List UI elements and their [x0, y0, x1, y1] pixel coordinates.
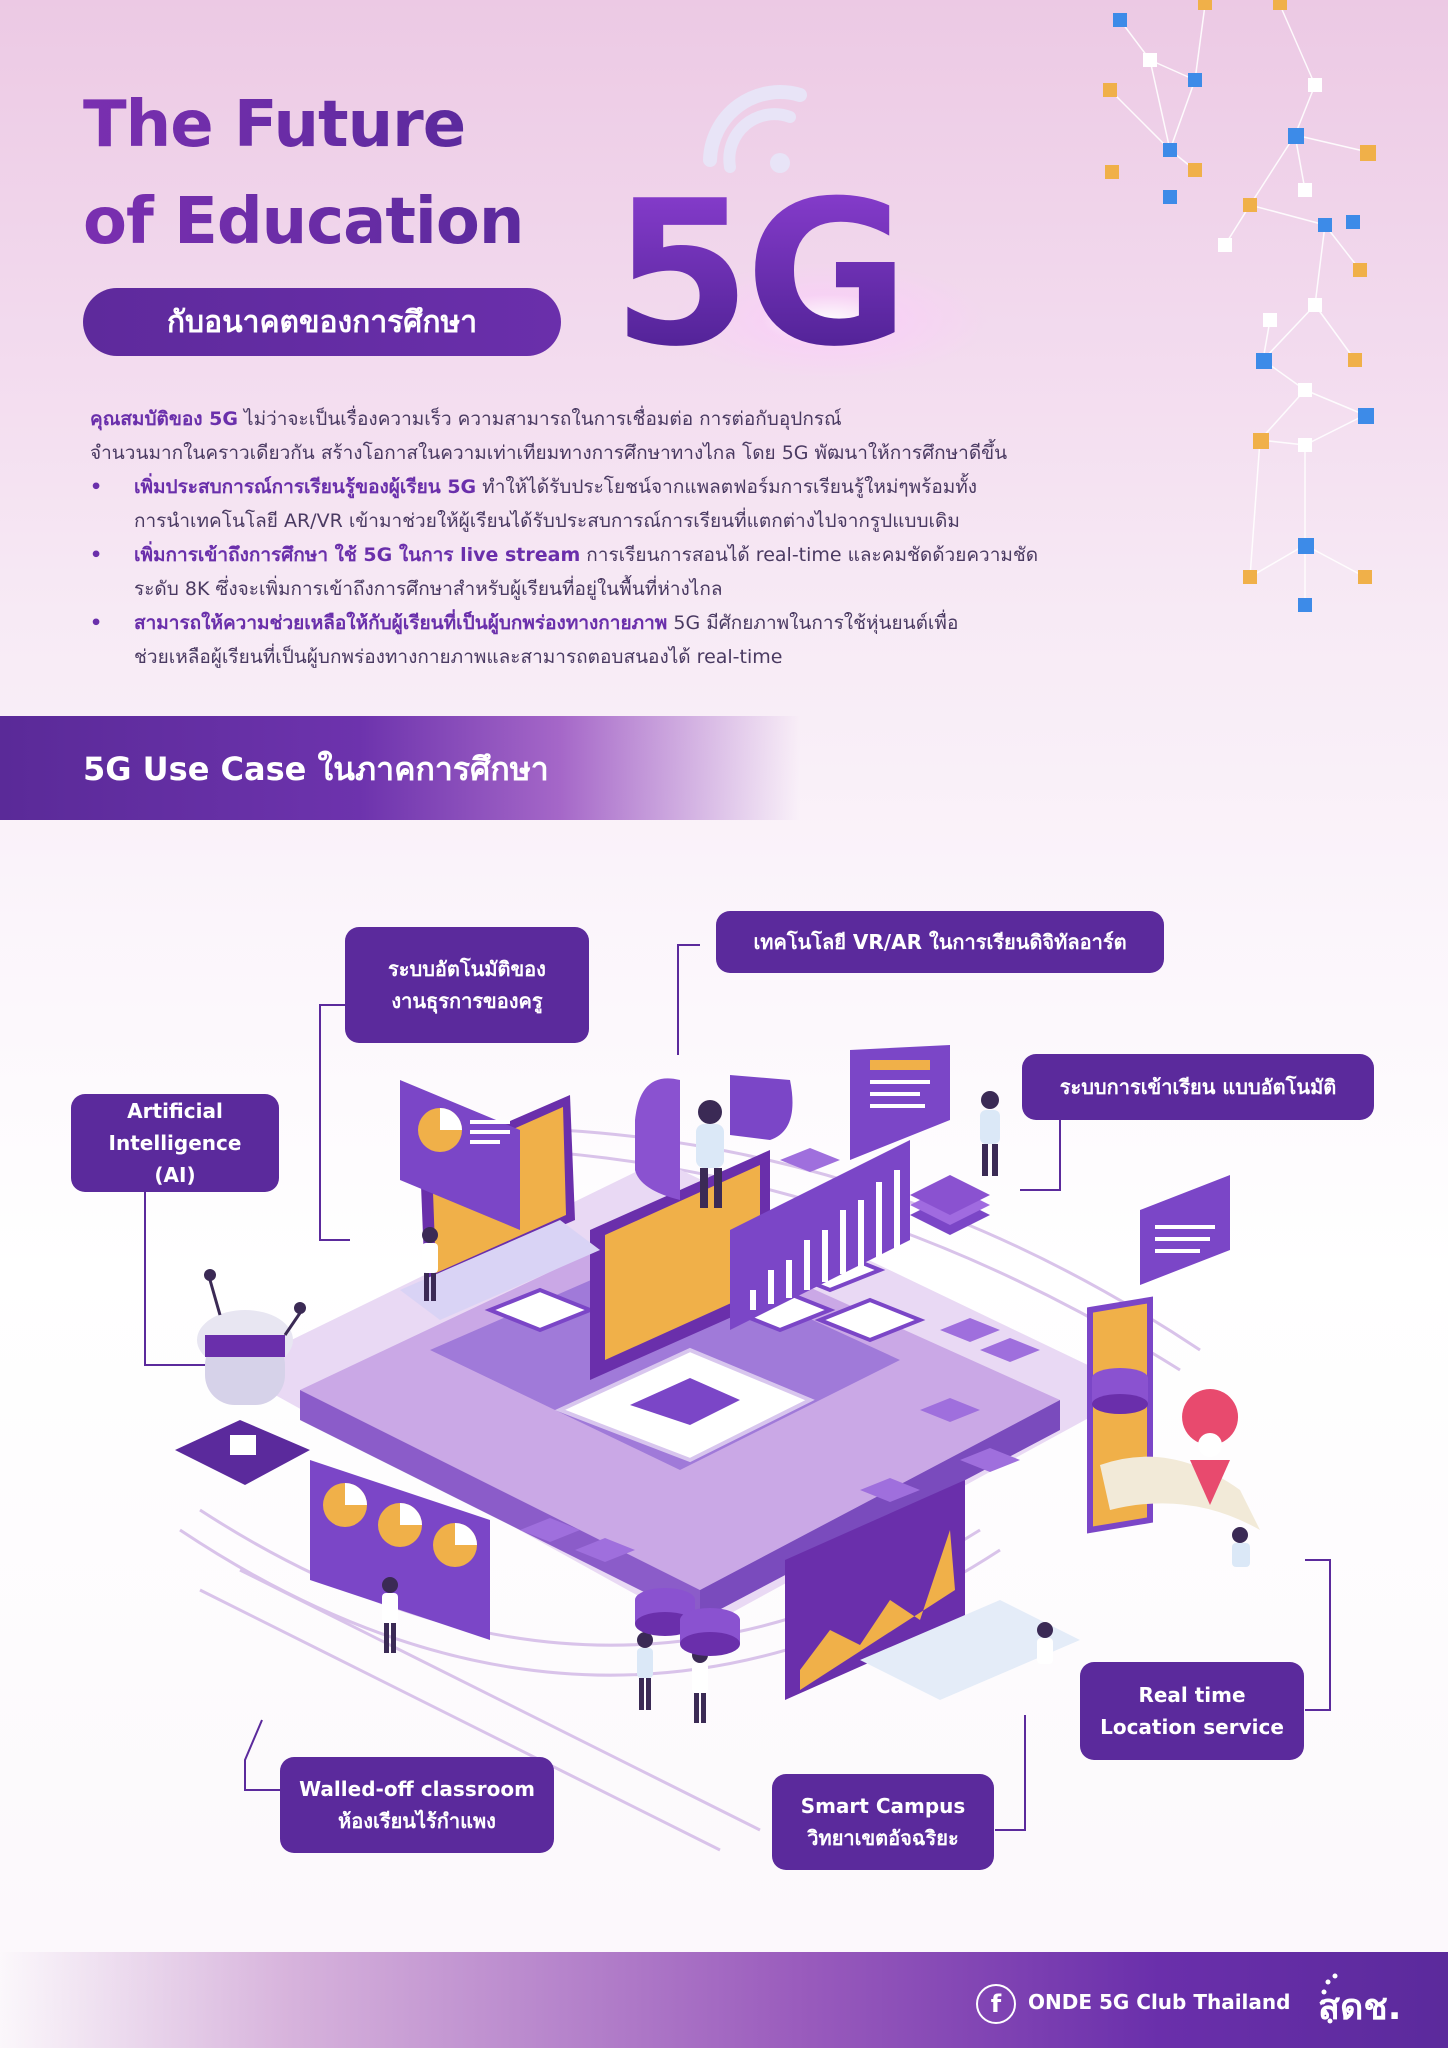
label-line: Artificial [127, 1099, 223, 1123]
bullet-line-2: ระดับ 8K ซึ่งจะเพิ่มการเข้าถึงการศึกษาสำ… [134, 578, 723, 600]
bullet-highlight: เพิ่มการเข้าถึงการศึกษา ใช้ 5G ในการ liv… [134, 544, 581, 566]
title-line-2: of Education [83, 185, 524, 259]
label-line: วิทยาเขตอัจฉริยะ [807, 1826, 959, 1850]
wifi-icon [703, 85, 807, 173]
label-line: ระบบการเข้าเรียน แบบอัตโนมัติ [1059, 1075, 1337, 1099]
bullet-rest: การเรียนการสอนได้ real-time และคมชัดด้วย… [580, 544, 1039, 566]
label-auto-attendance: ระบบการเข้าเรียน แบบอัตโนมัติ [1022, 1054, 1374, 1120]
intro-highlight: คุณสมบัติของ 5G [90, 408, 238, 430]
label-line: Intelligence (AI) [108, 1131, 242, 1187]
bullet-highlight: เพิ่มประสบการณ์การเรียนรู้ของผู้เรียน 5G [134, 476, 477, 498]
section-band [0, 716, 800, 820]
label-vr-ar: เทคโนโลยี VR/AR ในการเรียนดิจิทัลอาร์ต [716, 911, 1164, 973]
bullet-rest: 5G มีศักยภาพในการใช้หุ่นยนต์เพื่อ [667, 612, 959, 634]
label-line: Location service [1100, 1715, 1284, 1739]
benefit-bullet: สามารถให้ความช่วยเหลือให้กับผู้เรียนที่เ… [90, 606, 1080, 674]
bullet-highlight: สามารถให้ความช่วยเหลือให้กับผู้เรียนที่เ… [134, 612, 668, 634]
label-walled-off-classroom: Walled-off classroom ห้องเรียนไร้กำแพง [280, 1757, 554, 1853]
isometric-campus-illustration [144, 944, 1331, 1852]
facebook-icon[interactable]: f [976, 1984, 1016, 2024]
benefit-bullet: เพิ่มการเข้าถึงการศึกษา ใช้ 5G ในการ liv… [90, 538, 1080, 606]
intro-line-2: จำนวนมากในคราวเดียวกัน สร้างโอกาสในความเ… [90, 442, 1008, 464]
label-teacher-admin-automation: ระบบอัตโนมัติของงานธุรการของครู [345, 927, 589, 1043]
label-smart-campus: Smart Campus วิทยาเขตอัจฉริยะ [772, 1774, 994, 1870]
intro-rest-1: ไม่ว่าจะเป็นเรื่องความเร็ว ความสามารถในก… [237, 408, 842, 430]
label-line: งานธุรการของครู [391, 989, 543, 1013]
section-title: 5G Use Case ในภาคการศึกษา [83, 750, 549, 788]
intro-line-1: คุณสมบัติของ 5G ไม่ว่าจะเป็นเรื่องความเร… [90, 402, 1080, 436]
lens-glow [670, 260, 990, 380]
label-line: เทคโนโลยี VR/AR ในการเรียนดิจิทัลอาร์ต [753, 930, 1127, 954]
subtitle-pill: กับอนาคตของการศึกษา [83, 288, 561, 356]
facebook-page-link[interactable]: ONDE 5G Club Thailand [1028, 1990, 1291, 2014]
label-line: Walled-off classroom [299, 1777, 535, 1801]
org-logo-ring [1320, 1973, 1338, 2024]
bullet-line-2: การนำเทคโนโลยี AR/VR เข้ามาช่วยให้ผู้เรี… [134, 510, 960, 532]
bullet-line-2: ช่วยเหลือผู้เรียนที่เป็นผู้บกพร่องทางกาย… [134, 646, 783, 668]
big-5g-badge: 5G [612, 158, 909, 391]
footer-bar [0, 1952, 1448, 2048]
intro-paragraph: คุณสมบัติของ 5G ไม่ว่าจะเป็นเรื่องความเร… [90, 402, 1080, 470]
bullet-rest: ทำให้ได้รับประโยชน์จากแพลตฟอร์มการเรียนร… [476, 476, 978, 498]
org-logo: สดช. [1318, 1987, 1402, 2028]
label-line: ห้องเรียนไร้กำแพง [338, 1809, 496, 1833]
benefit-bullet-list: เพิ่มประสบการณ์การเรียนรู้ของผู้เรียน 5G… [90, 470, 1080, 674]
title-line-1: The Future [83, 88, 466, 162]
network-cubes-illustration [1103, 0, 1376, 612]
label-line: ระบบอัตโนมัติของ [388, 957, 546, 981]
label-line: Real time [1138, 1683, 1246, 1707]
label-line: Smart Campus [800, 1794, 966, 1818]
benefit-bullet: เพิ่มประสบการณ์การเรียนรู้ของผู้เรียน 5G… [90, 470, 1080, 538]
